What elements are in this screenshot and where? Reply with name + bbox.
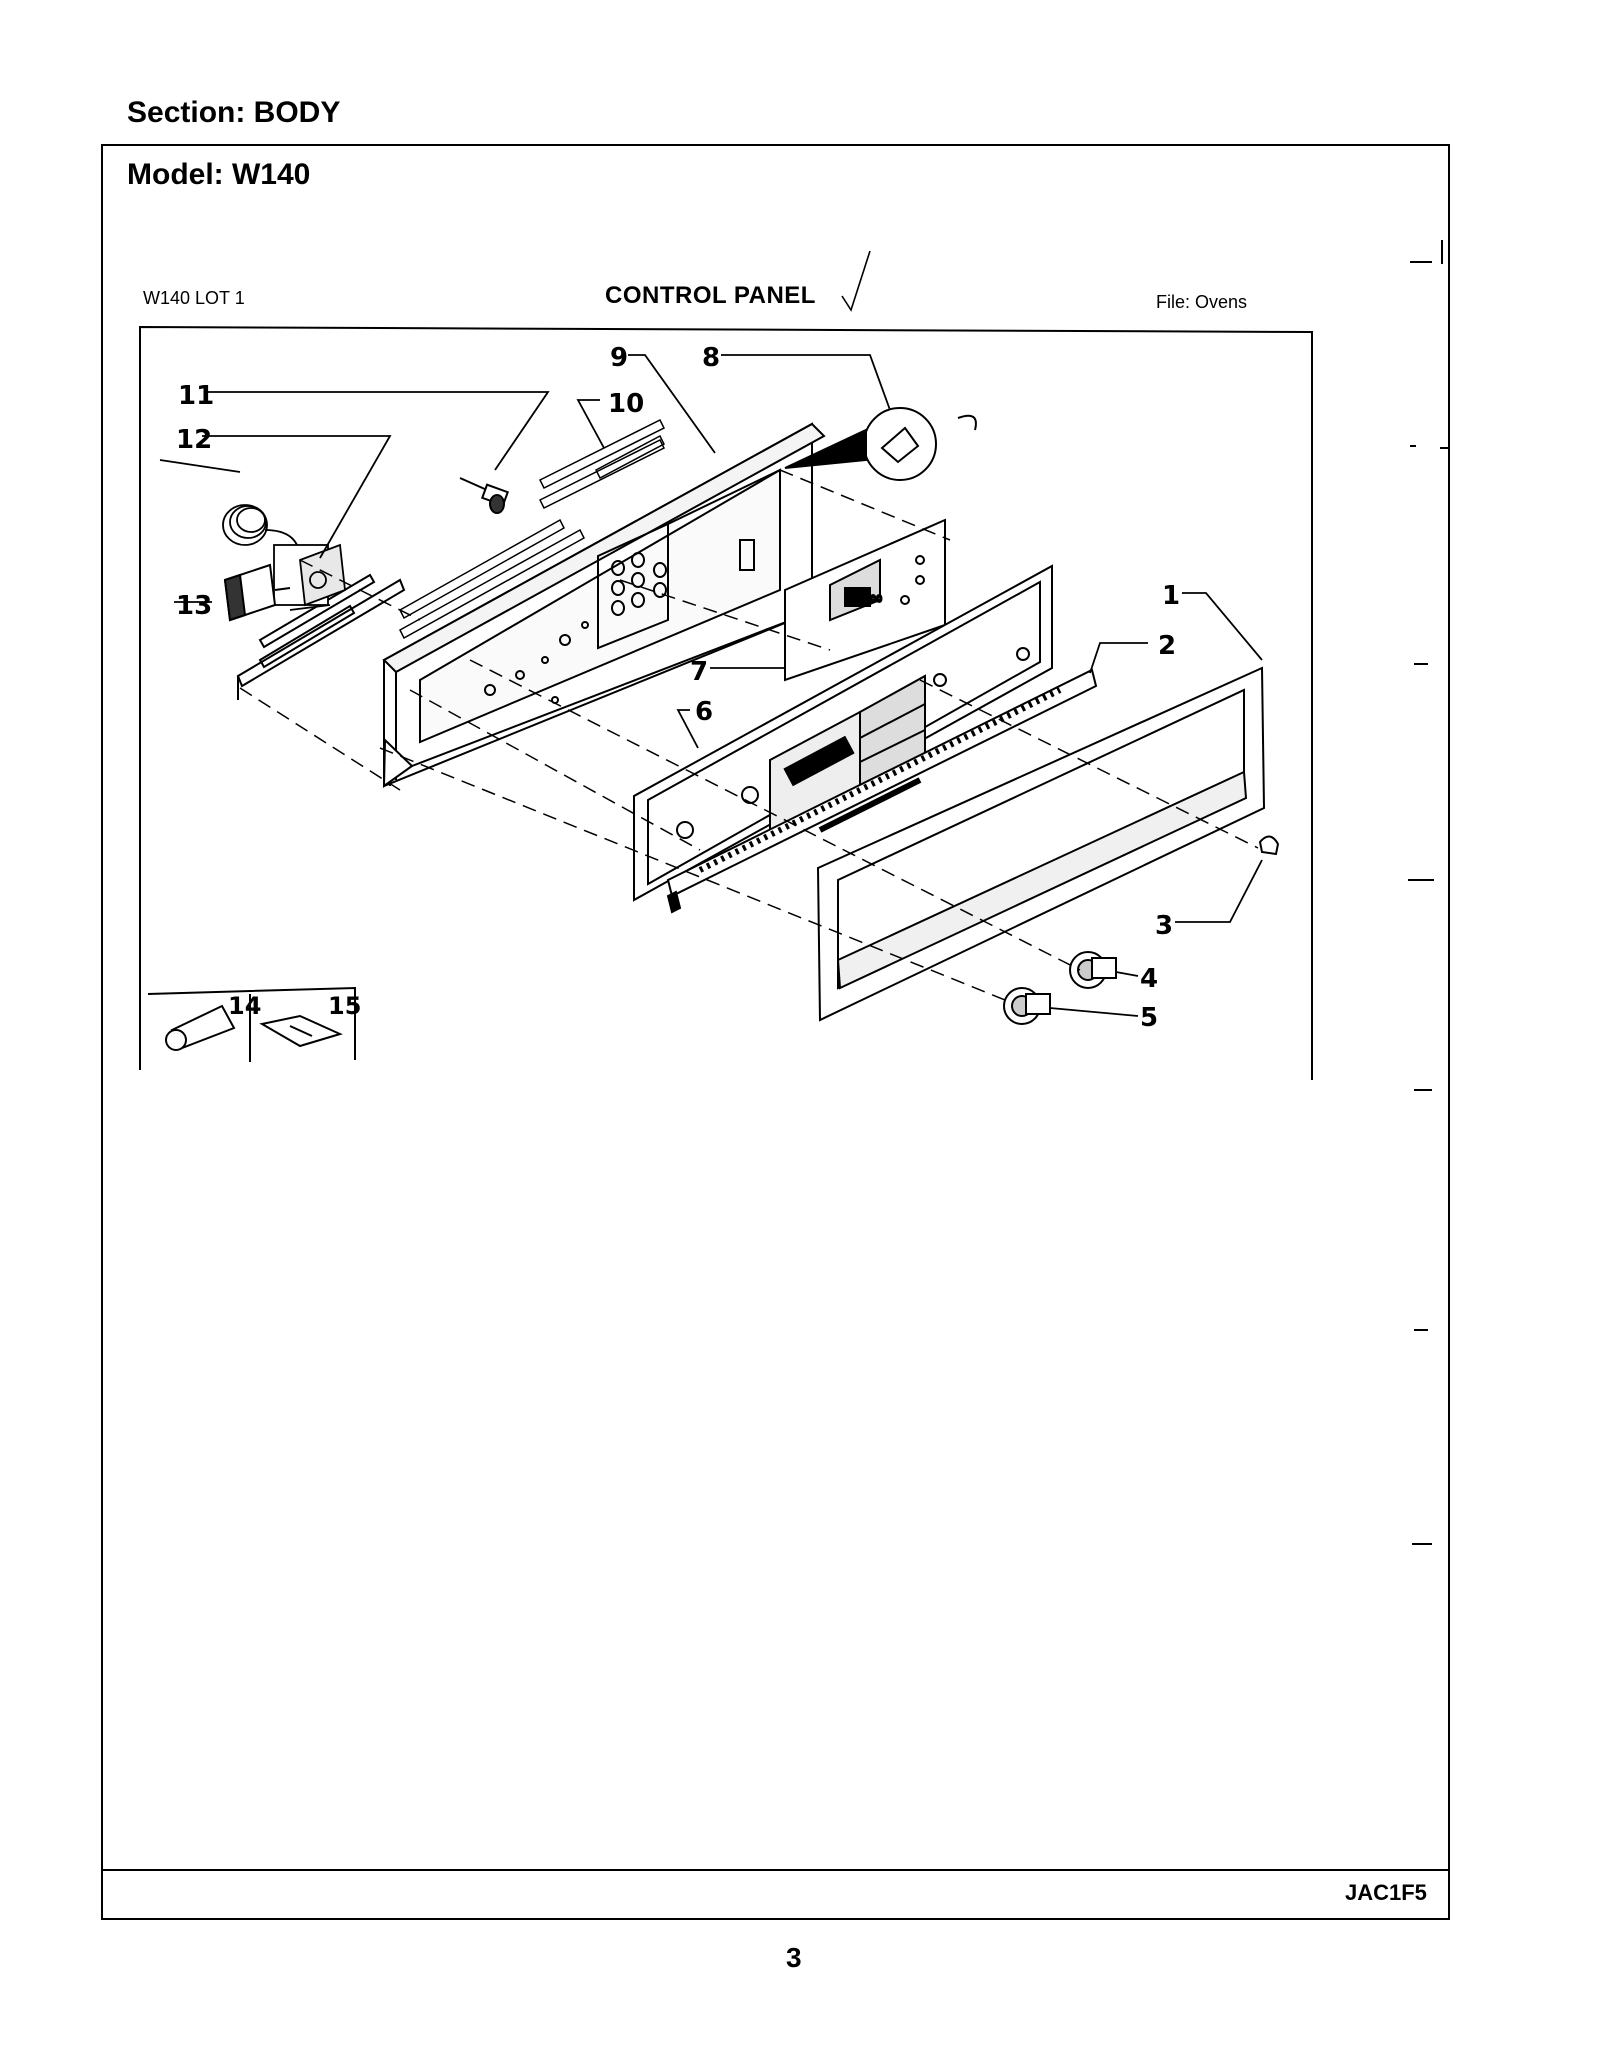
lot-label: W140 LOT 1 — [143, 288, 245, 308]
inset-parts-box — [147, 986, 356, 1062]
part-14-sleeve — [165, 1004, 236, 1051]
page-frame — [101, 144, 1450, 1920]
leader-lines — [174, 354, 1263, 1017]
knob-part-4 — [1069, 951, 1117, 989]
knob-part-5 — [1003, 987, 1051, 1025]
page-number: 3 — [786, 1942, 802, 1973]
diagram-title: CONTROL PANEL — [605, 282, 816, 309]
file-label: File: Ovens — [1156, 292, 1248, 312]
callout-11: 11 — [178, 381, 214, 411]
callout-labels: 1 2 3 4 5 6 7 8 9 10 11 12 13 — [176, 343, 1180, 1033]
callout-14: 14 — [228, 992, 261, 1020]
callout-15: 15 — [328, 992, 361, 1020]
switch-knob — [459, 477, 510, 514]
thermostat — [159, 459, 346, 611]
document-code: JAC1F5 — [1345, 1880, 1427, 1905]
callout-13: 13 — [176, 591, 212, 621]
check-mark — [841, 250, 871, 312]
callout-10: 10 — [608, 389, 644, 419]
back-panel — [382, 422, 826, 788]
callout-5: 5 — [1140, 1003, 1158, 1033]
callout-2: 2 — [1158, 631, 1176, 661]
assembly-lines — [239, 469, 1259, 1003]
callout-8: 8 — [702, 343, 720, 373]
callout-12: 12 — [176, 425, 212, 455]
section-title: Section: BODY — [127, 96, 341, 129]
callout-6: 6 — [695, 697, 713, 727]
model-title: Model: W140 — [127, 158, 311, 191]
clock-readout: 12:00 — [852, 594, 882, 605]
callout-7: 7 — [690, 657, 708, 687]
footer-rule — [101, 1869, 1450, 1871]
callout-3: 3 — [1155, 911, 1173, 941]
wire-clip-detail — [784, 407, 977, 481]
scan-marks — [1408, 240, 1448, 1545]
callout-1: 1 — [1162, 581, 1180, 611]
trim-frame — [816, 666, 1266, 1022]
callout-4: 4 — [1140, 964, 1158, 994]
callout-9: 9 — [610, 343, 628, 373]
clip-part-3 — [1258, 835, 1280, 856]
lamp-socket — [223, 563, 291, 622]
vent-strip — [666, 668, 1098, 914]
vent-slots — [399, 418, 666, 640]
diagram-frame — [139, 325, 1313, 1080]
part-15-clip — [259, 1014, 343, 1048]
mounting-bracket — [236, 573, 406, 700]
